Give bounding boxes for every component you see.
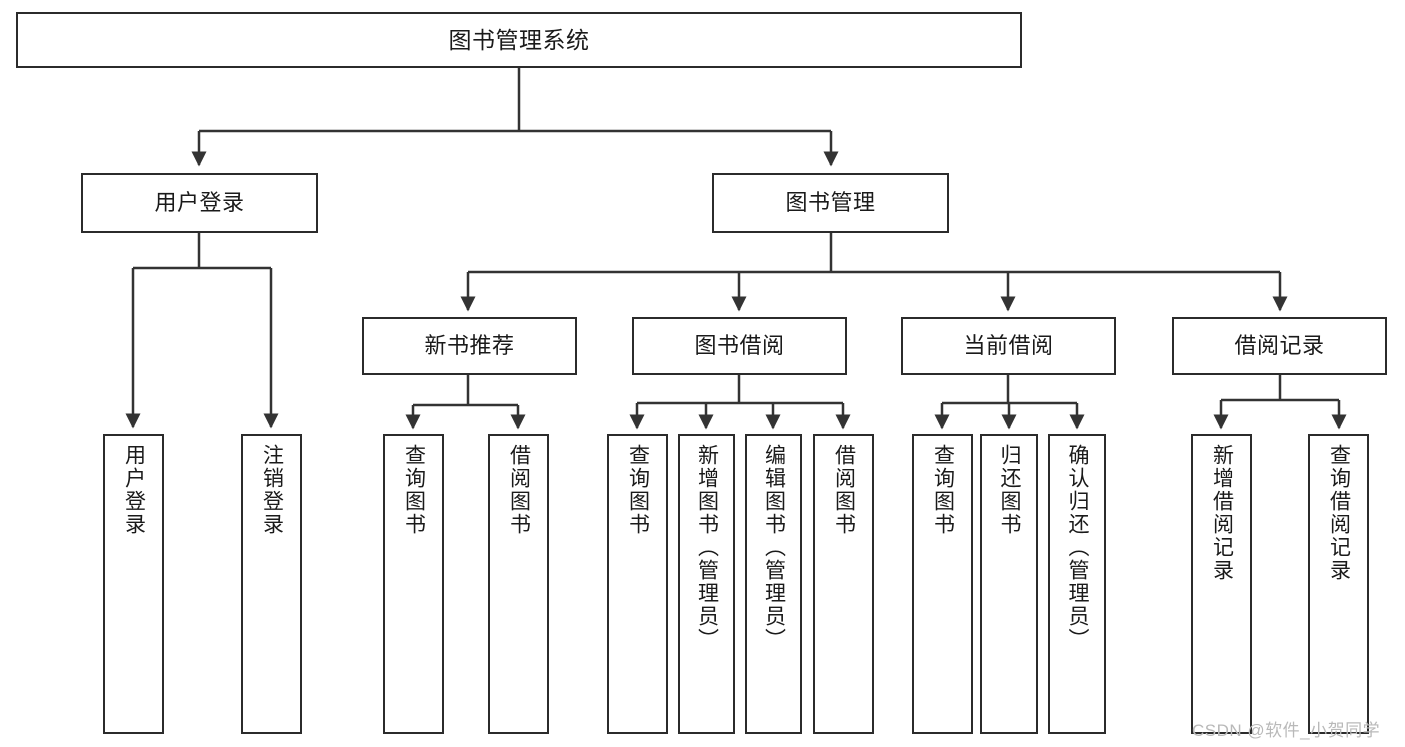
node-book-management[interactable]: 图书管理	[712, 173, 949, 233]
node-label: 查询图书	[402, 444, 426, 536]
node-label: 当前借阅	[963, 333, 1054, 358]
leaf-node-edit-book-admin[interactable]: 编辑图书（管理员）	[745, 434, 802, 734]
csdn-watermark: CSDN @软件_小贺同学	[1192, 721, 1381, 740]
node-label: 确认归还（管理员）	[1066, 444, 1090, 651]
leaf-node-query-borrow-record[interactable]: 查询借阅记录	[1308, 434, 1369, 734]
node-borrow-record[interactable]: 借阅记录	[1172, 317, 1387, 375]
leaf-node-add-book-admin[interactable]: 新增图书（管理员）	[678, 434, 735, 734]
node-current-borrow[interactable]: 当前借阅	[901, 317, 1116, 375]
node-label: 归还图书	[998, 444, 1022, 536]
node-label: 借阅图书	[832, 444, 856, 536]
leaf-node-return-book[interactable]: 归还图书	[980, 434, 1038, 734]
node-root-book-management-system[interactable]: 图书管理系统	[16, 12, 1022, 68]
leaf-node-add-borrow-record[interactable]: 新增借阅记录	[1191, 434, 1252, 734]
node-label: 查询图书	[931, 444, 955, 536]
node-user-login[interactable]: 用户登录	[81, 173, 318, 233]
node-label: 查询借阅记录	[1327, 444, 1351, 582]
leaf-node-query-book-borrow[interactable]: 查询图书	[607, 434, 668, 734]
node-label: 注销登录	[260, 444, 284, 536]
node-label: 图书管理	[785, 190, 876, 215]
node-label: 新增借阅记录	[1210, 444, 1234, 582]
node-label: 图书借阅	[694, 333, 785, 358]
node-label: 用户登录	[154, 190, 245, 215]
node-label: 编辑图书（管理员）	[762, 444, 786, 651]
node-label: 借阅图书	[507, 444, 531, 536]
leaf-node-query-book-recommend[interactable]: 查询图书	[383, 434, 444, 734]
node-label: 图书管理系统	[448, 26, 590, 53]
node-label: 用户登录	[122, 444, 146, 536]
node-label: 查询图书	[626, 444, 650, 536]
leaf-node-confirm-return-admin[interactable]: 确认归还（管理员）	[1048, 434, 1106, 734]
node-label: 新书推荐	[424, 333, 515, 358]
node-new-book-recommend[interactable]: 新书推荐	[362, 317, 577, 375]
node-label: 新增图书（管理员）	[695, 444, 719, 651]
leaf-node-borrow-book-recommend[interactable]: 借阅图书	[488, 434, 549, 734]
leaf-node-user-logout[interactable]: 注销登录	[241, 434, 302, 734]
leaf-node-query-book-current[interactable]: 查询图书	[912, 434, 973, 734]
node-label: 借阅记录	[1234, 333, 1325, 358]
leaf-node-borrow-book[interactable]: 借阅图书	[813, 434, 874, 734]
leaf-node-user-login[interactable]: 用户登录	[103, 434, 164, 734]
node-book-borrow[interactable]: 图书借阅	[632, 317, 847, 375]
